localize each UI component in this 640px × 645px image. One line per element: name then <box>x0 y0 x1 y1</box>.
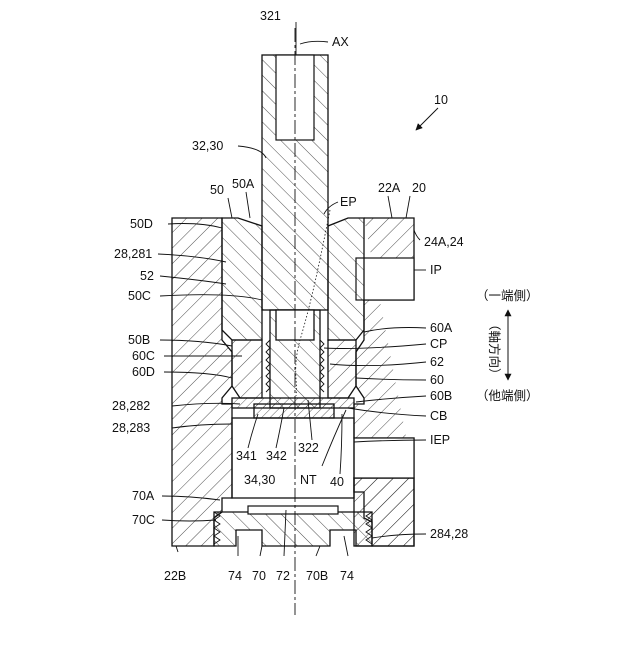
label-NT: NT <box>300 473 317 487</box>
label-CP: CP <box>430 337 447 351</box>
label-28-282: 28,282 <box>112 399 150 413</box>
label-CB: CB <box>430 409 447 423</box>
label-one-end: （一端側） <box>476 289 539 303</box>
sleeve-left <box>222 218 262 340</box>
label-60D: 60D <box>132 365 155 379</box>
figure-ref-arrow <box>416 108 438 130</box>
inlet-port <box>356 258 414 300</box>
label-IP: IP <box>430 263 442 277</box>
label-70B: 70B <box>306 569 328 583</box>
label-32-30: 32,30 <box>192 139 223 153</box>
label-40: 40 <box>330 475 344 489</box>
label-other-end: （他端側） <box>476 389 539 403</box>
label-322: 322 <box>298 441 319 455</box>
label-50B: 50B <box>128 333 150 347</box>
label-52: 52 <box>140 269 154 283</box>
label-28-283: 28,283 <box>112 421 150 435</box>
label-22B: 22B <box>164 569 186 583</box>
sleeve-right <box>328 218 364 340</box>
outlet-port <box>354 438 414 478</box>
label-62: 62 <box>430 355 444 369</box>
label-IEP: IEP <box>430 433 450 447</box>
label-50C: 50C <box>128 289 151 303</box>
label-AX: AX <box>332 35 349 49</box>
label-72: 72 <box>276 569 290 583</box>
label-60A: 60A <box>430 321 453 335</box>
label-60C: 60C <box>132 349 155 363</box>
label-321: 321 <box>260 9 281 23</box>
valve-plate-collar <box>254 404 334 418</box>
label-34-30: 34,30 <box>244 473 275 487</box>
label-20: 20 <box>412 181 426 195</box>
label-74-left: 74 <box>228 569 242 583</box>
label-70C: 70C <box>132 513 155 527</box>
label-284-28: 284,28 <box>430 527 468 541</box>
label-342: 342 <box>266 449 287 463</box>
nut-left <box>232 340 262 398</box>
label-70: 70 <box>252 569 266 583</box>
label-50A: 50A <box>232 177 255 191</box>
label-70A: 70A <box>132 489 155 503</box>
label-figure-ref: 10 <box>434 93 448 107</box>
label-50: 50 <box>210 183 224 197</box>
plug-recess <box>248 506 338 514</box>
label-axial: （軸方向） <box>487 318 502 381</box>
label-74-right: 74 <box>340 569 354 583</box>
label-24A-24: 24A,24 <box>424 235 464 249</box>
label-50D: 50D <box>130 217 153 231</box>
label-28-281: 28,281 <box>114 247 152 261</box>
label-22A: 22A <box>378 181 401 195</box>
label-60B: 60B <box>430 389 452 403</box>
label-EP: EP <box>340 195 357 209</box>
label-341: 341 <box>236 449 257 463</box>
label-60: 60 <box>430 373 444 387</box>
